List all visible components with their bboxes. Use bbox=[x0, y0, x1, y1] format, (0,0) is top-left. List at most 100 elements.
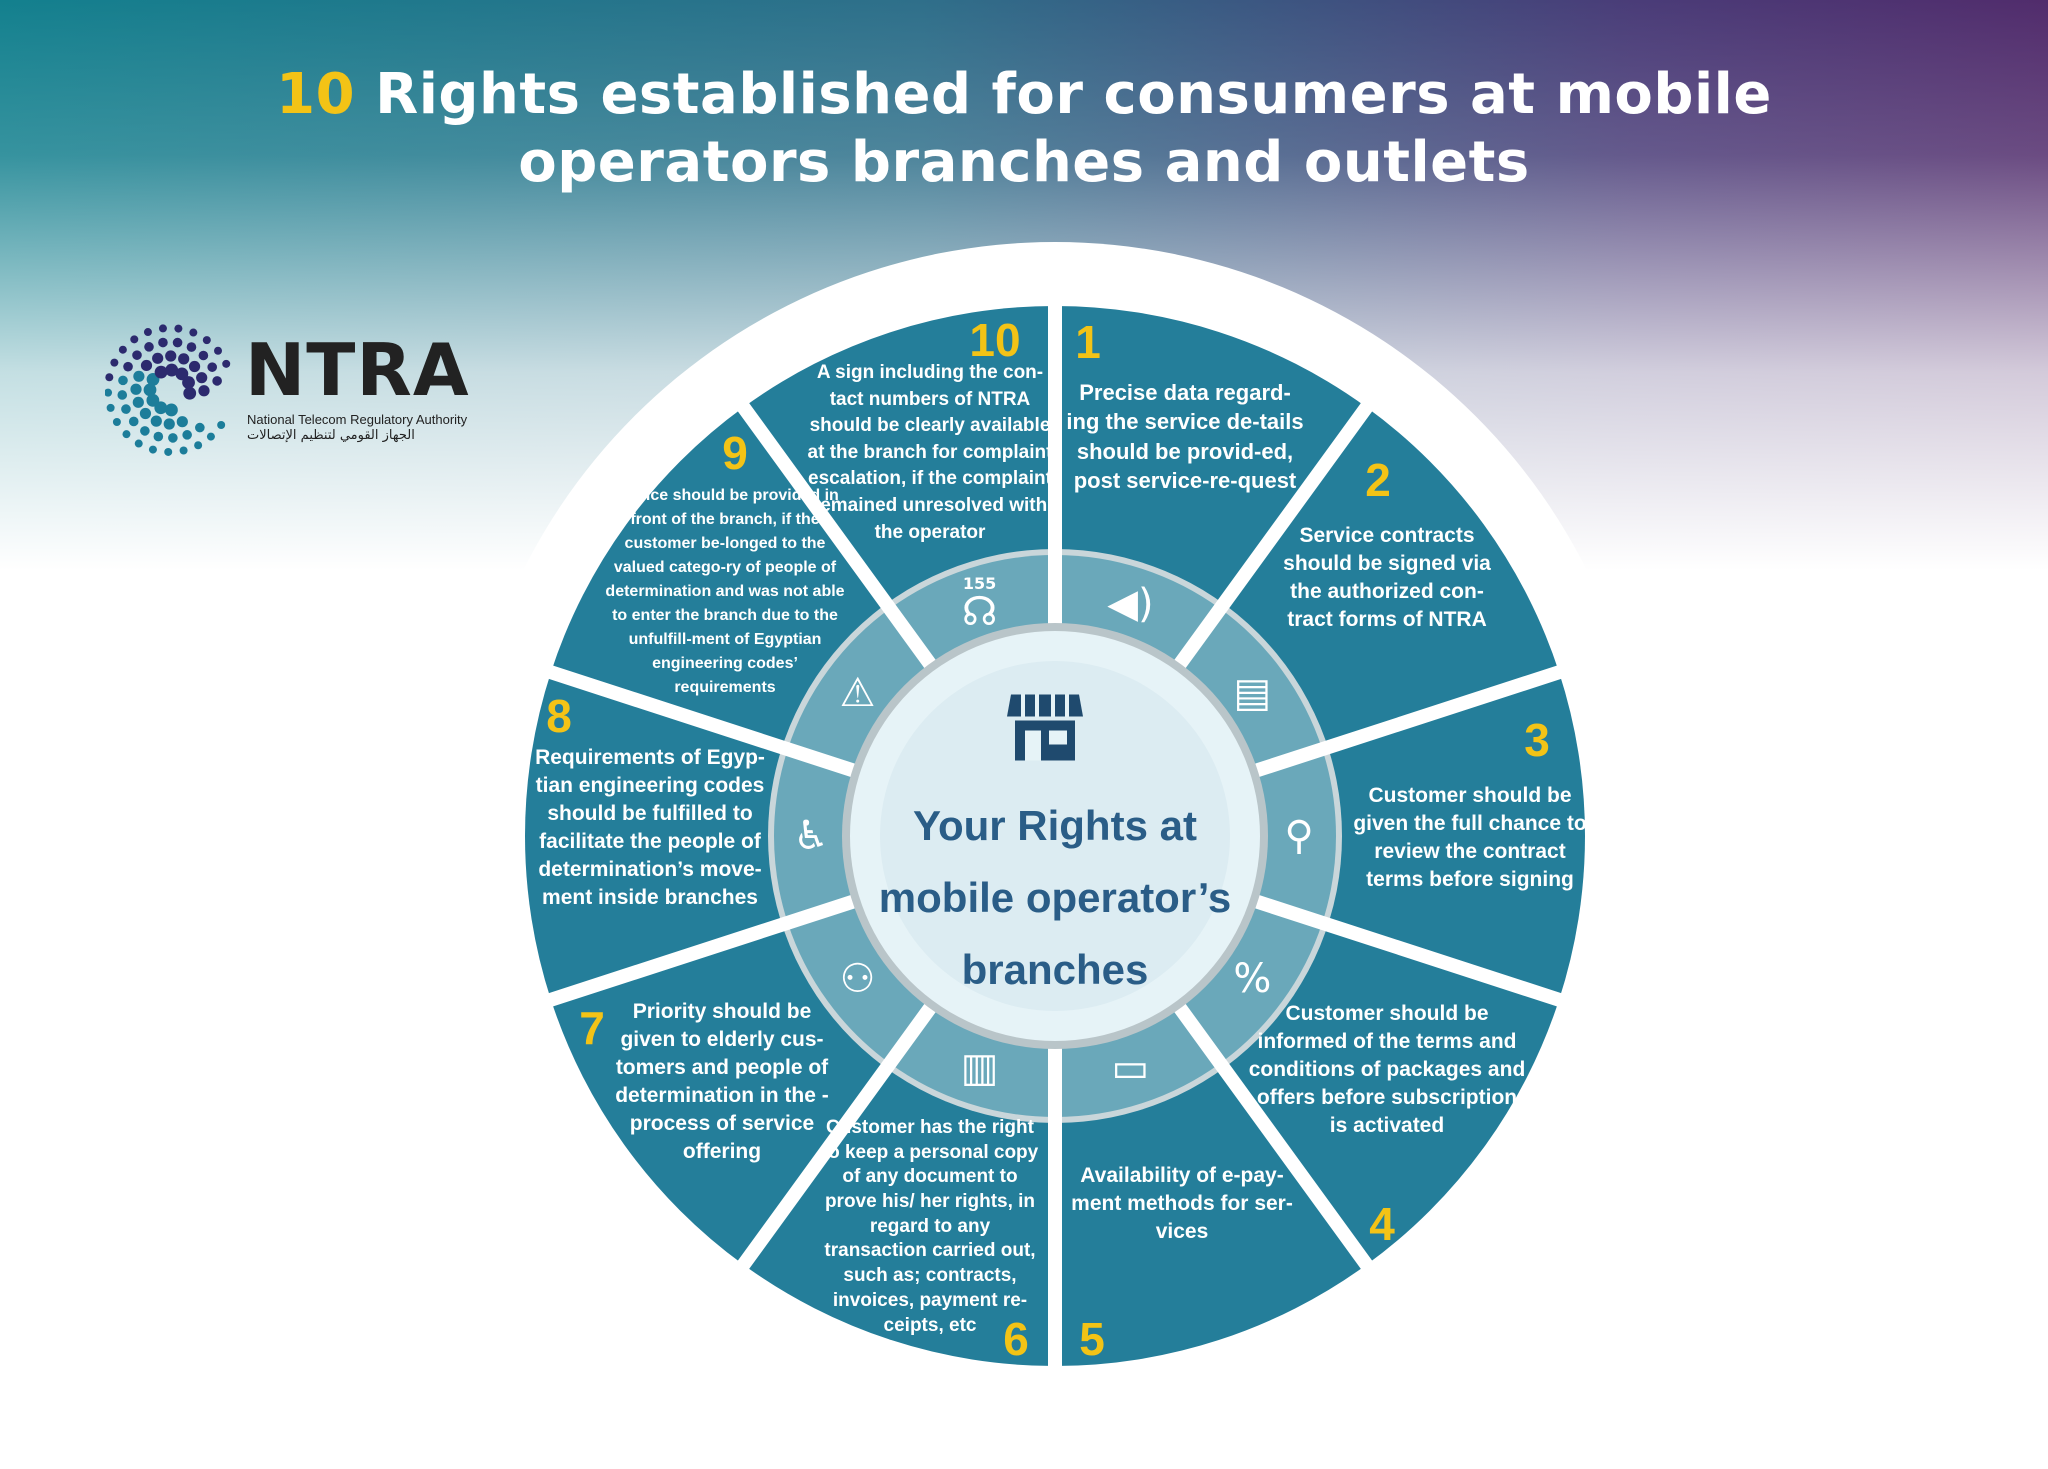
logo-dot bbox=[212, 376, 222, 386]
logo-dot bbox=[196, 372, 208, 384]
logo-dot bbox=[153, 431, 164, 442]
logo-dot bbox=[144, 342, 154, 352]
right-number-4: 4 bbox=[1369, 1198, 1395, 1250]
right-text-10: A sign including the con-tact numbers of… bbox=[807, 362, 1053, 543]
logo-dot bbox=[143, 383, 157, 397]
logo-dot bbox=[146, 393, 160, 407]
logo-dot bbox=[105, 373, 114, 382]
center-title-line3: branches bbox=[961, 946, 1149, 993]
right-text-5: Availability of e-pay-ment methods for s… bbox=[1071, 1164, 1293, 1243]
ntra-dots-emblem-icon bbox=[104, 324, 231, 456]
right-text-8: Requirements of Egyp-tian engineering co… bbox=[535, 746, 765, 909]
logo-dot bbox=[189, 328, 198, 337]
logo-dot bbox=[172, 337, 183, 348]
logo-dot bbox=[123, 361, 133, 372]
logo-dot bbox=[202, 336, 211, 345]
logo-dot bbox=[104, 388, 113, 397]
logo-dot bbox=[195, 422, 205, 433]
center-title-line2: mobile operator’s bbox=[878, 874, 1232, 921]
logo-wordmark: NTRA bbox=[245, 328, 470, 412]
logo-dot bbox=[176, 416, 188, 428]
right-text-2: Service contracts should be signed via t… bbox=[1283, 524, 1491, 631]
logo-dot bbox=[152, 352, 164, 364]
logo-dot bbox=[112, 418, 121, 427]
title-text: Rights established for consumers at mobi… bbox=[375, 62, 1772, 127]
page-title-line1: 10 Rights established for consumers at m… bbox=[0, 62, 2048, 127]
logo-dot bbox=[174, 324, 183, 333]
logo-dot bbox=[214, 346, 223, 355]
logo-dot bbox=[139, 407, 152, 420]
right-number-9: 9 bbox=[722, 427, 748, 479]
logo-dot bbox=[217, 421, 226, 430]
logo-dot bbox=[130, 383, 142, 395]
logo-dot bbox=[132, 350, 142, 360]
center-circle-inner bbox=[880, 661, 1230, 1011]
logo-dot bbox=[118, 345, 127, 354]
page-title-line2: operators branches and outlets bbox=[518, 130, 1530, 195]
logo-dot bbox=[130, 335, 139, 344]
logo-subtitle-ar: الجهاز القومي لتنظيم الإتصالات bbox=[247, 428, 415, 443]
logo-dot bbox=[165, 403, 178, 417]
logo-dot bbox=[118, 375, 128, 386]
logo-dot bbox=[117, 390, 128, 400]
elderly-people-icon: ⚇ bbox=[839, 956, 876, 1003]
logo-dot bbox=[106, 403, 115, 412]
headset-icon-label: 155 bbox=[962, 573, 997, 593]
logo-dot bbox=[140, 426, 150, 436]
logo-dot bbox=[165, 363, 179, 377]
logo-dot bbox=[178, 353, 190, 365]
logo-dot bbox=[163, 418, 175, 430]
logo-dot bbox=[194, 441, 203, 450]
logo-dot bbox=[207, 362, 218, 372]
logo-dot bbox=[165, 350, 177, 362]
logo-dot bbox=[128, 416, 139, 427]
logo-dot bbox=[154, 365, 168, 379]
document-icon: ▤ bbox=[1233, 669, 1272, 716]
logo-dot bbox=[206, 432, 215, 441]
logo-dot bbox=[198, 350, 209, 361]
logo-dot bbox=[140, 359, 153, 372]
megaphone-icon: ◀) bbox=[1107, 580, 1154, 627]
logo-dot bbox=[164, 447, 173, 456]
right-text-9: Service should be provided in front of t… bbox=[605, 487, 845, 696]
wheelchair-icon: ♿ bbox=[793, 813, 829, 859]
logo-dot bbox=[150, 415, 162, 427]
right-text-7: Priority should be given to elderly cus-… bbox=[615, 1000, 829, 1163]
ntra-logo: NTRA National Telecom Regulatory Authori… bbox=[104, 320, 485, 460]
logo-subtitle-en: National Telecom Regulatory Authority bbox=[247, 412, 468, 427]
logo-dot bbox=[148, 445, 157, 454]
right-number-1: 1 bbox=[1075, 316, 1101, 368]
right-text-3: Customer should be given the full chance… bbox=[1353, 784, 1587, 891]
receipt-icon: ▥ bbox=[960, 1045, 999, 1092]
logo-dot bbox=[188, 360, 201, 373]
store-icon bbox=[1005, 691, 1085, 770]
right-number-2: 2 bbox=[1365, 454, 1391, 506]
right-number-10: 10 bbox=[969, 314, 1021, 366]
center-title: Your Rights at mobile operator’s branche… bbox=[855, 790, 1255, 1006]
right-number-6: 6 bbox=[1003, 1313, 1029, 1365]
logo-dot bbox=[132, 396, 144, 408]
logo-dot bbox=[179, 446, 188, 455]
logo-dot bbox=[121, 404, 131, 414]
logo-dot bbox=[183, 386, 197, 400]
right-text-4: Customer should be informed of the terms… bbox=[1248, 1002, 1526, 1137]
logo-dot bbox=[134, 439, 143, 448]
logo-dot bbox=[158, 324, 167, 333]
right-text-6: Customer has the right to keep a persona… bbox=[821, 1117, 1039, 1336]
right-number-5: 5 bbox=[1079, 1313, 1105, 1365]
logo-dot bbox=[182, 376, 195, 389]
center-title-line1: Your Rights at bbox=[913, 802, 1197, 849]
logo-dot bbox=[158, 337, 168, 348]
discount-tag-icon: % bbox=[1233, 956, 1272, 1003]
warning-sign-icon: ⚠ bbox=[839, 669, 876, 716]
logo-dot bbox=[122, 430, 131, 439]
magnifier-icon: ⚲ bbox=[1284, 813, 1314, 859]
right-number-8: 8 bbox=[546, 690, 572, 742]
logo-dot bbox=[133, 370, 145, 382]
logo-dot bbox=[168, 433, 178, 443]
right-text-1: Precise data regard-ing the service de-t… bbox=[1066, 380, 1304, 493]
logo-dot bbox=[198, 385, 210, 397]
headset-icon: 155☊ bbox=[961, 573, 998, 635]
right-number-3: 3 bbox=[1524, 714, 1550, 766]
